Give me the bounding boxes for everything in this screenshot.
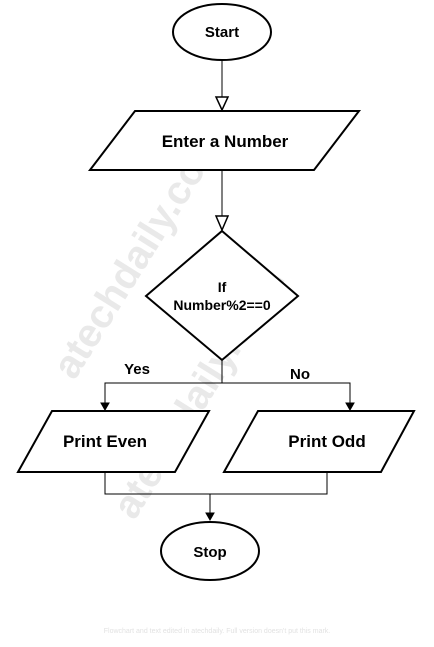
decision-diamond bbox=[144, 229, 300, 362]
print-even-node: Print Even bbox=[16, 410, 211, 473]
branch-yes-label: Yes bbox=[124, 361, 150, 378]
print-odd-label: Print Odd bbox=[288, 432, 365, 451]
stop-node: Stop bbox=[160, 521, 260, 581]
footer-watermark: Flowchart and text edited in atechdaily.… bbox=[104, 628, 331, 635]
edge-outputs-merge bbox=[104, 472, 328, 495]
print-odd-node: Print Odd bbox=[222, 410, 416, 473]
arrow-stop bbox=[205, 512, 215, 522]
branch-no-label: No bbox=[290, 366, 310, 383]
print-even-parallelogram bbox=[16, 410, 211, 473]
print-even-label: Print Even bbox=[63, 432, 147, 451]
edge-decision-yes bbox=[104, 360, 223, 404]
decision-node: If Number%2==0 bbox=[144, 229, 300, 362]
decision-label-line1: If bbox=[218, 279, 227, 295]
arrow-yes bbox=[100, 402, 110, 412]
arrow-start-input bbox=[214, 96, 230, 112]
input-label: Enter a Number bbox=[162, 132, 289, 151]
start-label: Start bbox=[205, 24, 239, 41]
arrow-no bbox=[345, 402, 355, 412]
arrow-input-decision bbox=[214, 215, 230, 232]
stop-ellipse bbox=[160, 521, 260, 581]
input-parallelogram bbox=[87, 110, 362, 171]
print-odd-parallelogram bbox=[222, 410, 416, 473]
edge-decision-no bbox=[222, 382, 351, 404]
input-node: Enter a Number bbox=[87, 110, 362, 171]
start-node: Start bbox=[172, 3, 272, 61]
start-ellipse bbox=[172, 3, 272, 61]
stop-label: Stop bbox=[193, 544, 226, 561]
decision-label-line2: Number%2==0 bbox=[173, 297, 270, 313]
connectors bbox=[100, 60, 355, 522]
